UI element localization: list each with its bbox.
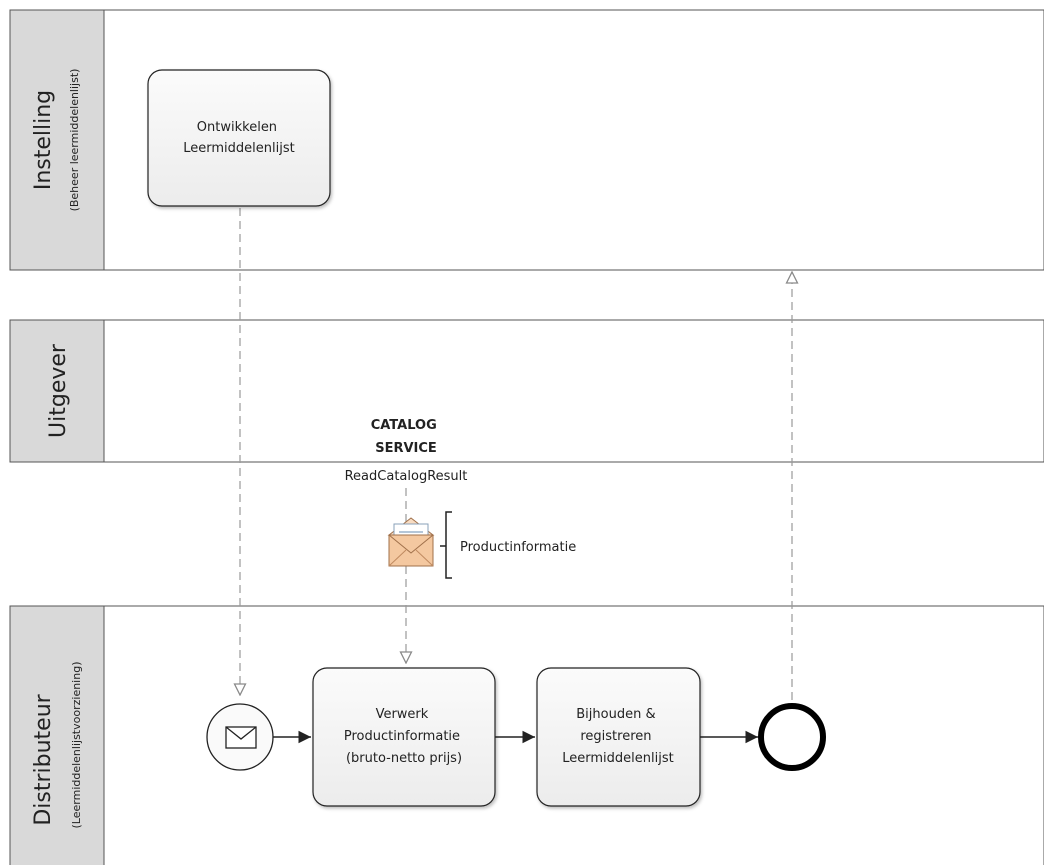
lane-uitgever: Uitgever: [9, 319, 1044, 463]
task-ontwikkelen[interactable]: Ontwikkelen Leermiddelenlijst: [147, 69, 331, 207]
task-bijhouden-line2: registreren: [580, 729, 651, 744]
task-bijhouden-line1: Bijhouden &: [576, 707, 655, 722]
service-operation: ReadCatalogResult: [345, 469, 468, 484]
svg-text:Verwerk Productinformati: Verwerk Productinformatie (bruto-netto p…: [344, 707, 464, 766]
task-bijhouden-line3: Leermiddelenlijst: [562, 751, 673, 766]
svg-text:CATALOG SERVICE: CATALOG SERVICE: [371, 418, 442, 456]
task-verwerk-line2: Productinformatie: [344, 729, 460, 744]
task-verwerk[interactable]: Verwerk Productinformatie (bruto-netto p…: [312, 667, 496, 807]
envelope-icon: [387, 517, 435, 567]
task-bijhouden[interactable]: Bijhouden & registreren Leermiddelenlijs…: [536, 667, 701, 807]
message-envelope: Productinformatie: [387, 511, 576, 579]
service-title-line1: CATALOG: [371, 418, 437, 433]
task-ontwikkelen-line2: Leermiddelenlijst: [183, 141, 294, 156]
task-ontwikkelen-line1: Ontwikkelen: [197, 120, 277, 135]
lane-distributeur-subtitle: (Leermiddelenlijstvoorziening): [70, 662, 83, 829]
lane-distributeur: Distributeur (Leermiddelenlijstvoorzieni…: [9, 605, 1044, 865]
svg-text:Bijhouden & registreren: Bijhouden & registreren Leermiddelenlijs…: [562, 707, 673, 766]
lane-distributeur-title: Distributeur: [31, 693, 56, 825]
service-title-line2: SERVICE: [375, 441, 437, 456]
lane-instelling-subtitle: (Beheer leermiddelenlijst): [68, 69, 81, 212]
annotation-bracket: [440, 511, 452, 579]
lane-instelling-title: Instelling: [31, 90, 56, 190]
svg-text:Ontwikkelen Leermiddelen: Ontwikkelen Leermiddelenlijst: [183, 120, 294, 156]
mail-icon: [225, 726, 257, 749]
message-annotation: Productinformatie: [460, 540, 576, 555]
task-verwerk-line1: Verwerk: [376, 707, 429, 722]
message-start-event[interactable]: [206, 703, 274, 771]
task-verwerk-line3: (bruto-netto prijs): [346, 751, 462, 766]
message-flows: [240, 208, 792, 700]
lane-uitgever-title: Uitgever: [46, 343, 71, 438]
end-event[interactable]: [758, 703, 826, 771]
catalog-service-label: CATALOG SERVICE ReadCatalogResult: [345, 418, 468, 484]
